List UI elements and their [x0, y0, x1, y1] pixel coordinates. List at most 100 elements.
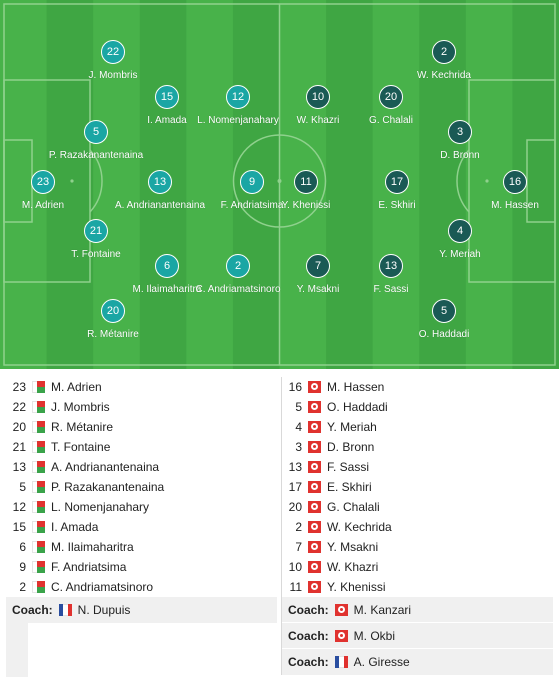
- player-name: Y. Msakni: [296, 284, 340, 295]
- grass-stripe: [186, 0, 234, 369]
- player-name: I. Amada: [51, 520, 99, 534]
- tunisia-flag-icon: [308, 401, 321, 413]
- player-name: M. Ilaimaharitra: [132, 284, 202, 295]
- list-row[interactable]: 17 E. Skhiri: [282, 477, 553, 497]
- player-name: P. Razakanantenaina: [51, 480, 165, 494]
- list-row[interactable]: 15 I. Amada: [6, 517, 277, 537]
- player-number: 21: [12, 440, 26, 454]
- player-number: 23: [12, 380, 26, 394]
- player-number: 4: [295, 420, 302, 434]
- madagascar-flag-icon: [32, 561, 45, 573]
- football-field: [0, 0, 559, 369]
- player-number-disc: 11: [294, 170, 318, 194]
- away-coach-row[interactable]: Coach: M. Okbi: [281, 623, 553, 649]
- player-name: C. Andriamatsinoro: [51, 580, 154, 594]
- player-number-disc: 3: [448, 120, 472, 144]
- player-name: F. Andriatsima: [220, 200, 284, 211]
- player-number: 7: [295, 540, 302, 554]
- player-name: I. Amada: [147, 115, 187, 126]
- coach-label: Coach:: [288, 655, 329, 669]
- player-name: M. Ilaimaharitra: [51, 540, 134, 554]
- away-coach-row[interactable]: Coach: A. Giresse: [281, 649, 553, 675]
- player-number: 5: [295, 400, 302, 414]
- player-name: M. Hassen: [491, 200, 539, 211]
- tunisia-flag-icon: [308, 461, 321, 473]
- list-row[interactable]: 21 T. Fontaine: [6, 437, 277, 457]
- player-number-disc: 5: [432, 299, 456, 323]
- coach-name: N. Dupuis: [77, 603, 131, 617]
- player-number: 10: [288, 560, 302, 574]
- player-name: T. Fontaine: [51, 440, 111, 454]
- player-name: D. Bronn: [440, 150, 480, 161]
- player-name: M. Adrien: [51, 380, 102, 394]
- list-row[interactable]: 6 M. Ilaimaharitra: [6, 537, 277, 557]
- player-name: E. Skhiri: [378, 200, 416, 211]
- player-number-disc: 13: [148, 170, 172, 194]
- madagascar-flag-icon: [32, 501, 45, 513]
- coach-label: Coach:: [12, 603, 53, 617]
- player-number: 9: [19, 560, 26, 574]
- madagascar-flag-icon: [32, 401, 45, 413]
- player-number-disc: 6: [155, 254, 179, 278]
- coach-divider: [282, 622, 553, 623]
- coach-label: Coach:: [288, 603, 329, 617]
- player-name: F. Andriatsima: [51, 560, 127, 574]
- player-number-disc: 13: [379, 254, 403, 278]
- madagascar-flag-icon: [32, 421, 45, 433]
- tunisia-flag-icon: [308, 521, 321, 533]
- player-number-disc: 10: [306, 85, 330, 109]
- player-name: M. Adrien: [21, 200, 65, 211]
- madagascar-flag-icon: [32, 581, 45, 593]
- player-name: L. Nomenjanahary: [51, 500, 150, 514]
- coach-name: A. Giresse: [353, 655, 410, 669]
- player-name: Y. Khenissi: [327, 580, 386, 594]
- tunisia-flag-icon: [308, 441, 321, 453]
- tunisia-flag-icon: [308, 421, 321, 433]
- list-row[interactable]: 23 M. Adrien: [6, 377, 277, 397]
- player-number: 17: [288, 480, 302, 494]
- player-name: E. Skhiri: [327, 480, 372, 494]
- tunisia-flag-icon: [308, 541, 321, 553]
- coach-area-filler: [6, 623, 277, 677]
- madagascar-flag-icon: [32, 381, 45, 393]
- player-number: 20: [12, 420, 26, 434]
- tunisia-flag-icon: [308, 501, 321, 513]
- player-name: R. Métanire: [87, 329, 139, 340]
- coach-name: M. Okbi: [353, 629, 396, 643]
- list-row[interactable]: 9 F. Andriatsima: [6, 557, 277, 577]
- player-number-disc: 12: [226, 85, 250, 109]
- player-name: Y. Meriah: [439, 249, 481, 260]
- player-number: 15: [12, 520, 26, 534]
- player-name: T. Fontaine: [71, 249, 121, 260]
- home-coach-row[interactable]: Coach: N. Dupuis: [6, 597, 277, 623]
- away-coach-row[interactable]: Coach: M. Kanzari: [281, 597, 553, 623]
- player-name: L. Nomenjanahary: [197, 115, 279, 126]
- list-row[interactable]: 2 W. Kechrida: [282, 517, 553, 537]
- madagascar-flag-icon: [32, 541, 45, 553]
- player-number: 6: [19, 540, 26, 554]
- player-number: 2: [295, 520, 302, 534]
- player-name: G. Chalali: [327, 500, 380, 514]
- player-name: W. Kechrida: [327, 520, 392, 534]
- player-number: 3: [295, 440, 302, 454]
- player-number-disc: 22: [101, 40, 125, 64]
- player-name: P. Razakanantenaina: [48, 150, 144, 161]
- player-number: 16: [288, 380, 302, 394]
- player-number-disc: 5: [84, 120, 108, 144]
- player-number-disc: 4: [448, 219, 472, 243]
